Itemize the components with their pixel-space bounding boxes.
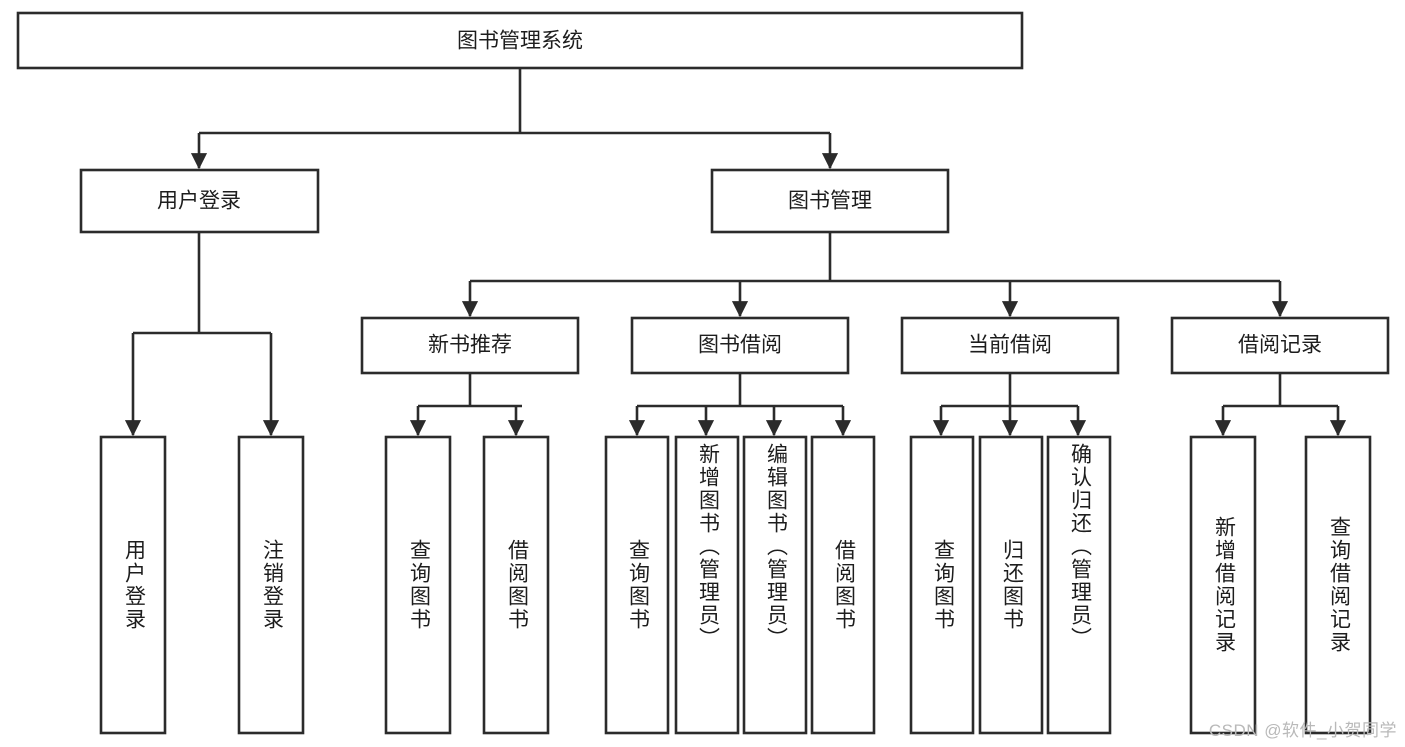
- node-leaf-query-book-borrow[interactable]: [604, 435, 670, 735]
- node-leaf-user-login[interactable]: [99, 435, 167, 735]
- node-leaf-query-book-new[interactable]: [384, 435, 452, 735]
- watermark: CSDN @软件_小贺同学: [1208, 721, 1397, 740]
- node-leaf-query-borrow-record[interactable]: [1304, 435, 1372, 735]
- node-user-login-label: 用户登录: [157, 190, 241, 213]
- node-book-manage-label: 图书管理: [788, 190, 872, 213]
- node-leaf-add-book-admin[interactable]: [674, 435, 740, 735]
- node-book-manage[interactable]: [710, 168, 950, 234]
- node-root[interactable]: [16, 11, 1024, 70]
- node-borrow-records-label: 借阅记录: [1238, 334, 1322, 357]
- node-new-book-recommend-label: 新书推荐: [428, 334, 512, 357]
- node-leaf-add-borrow-record[interactable]: [1189, 435, 1257, 735]
- node-leaf-logout[interactable]: [237, 435, 305, 735]
- node-leaf-edit-book-admin[interactable]: [742, 435, 808, 735]
- node-root-label: 图书管理系统: [457, 30, 583, 53]
- node-user-login[interactable]: [79, 168, 320, 234]
- node-leaf-return-book[interactable]: [978, 435, 1044, 735]
- node-book-borrow-label: 图书借阅: [698, 334, 782, 357]
- node-current-borrow[interactable]: [900, 316, 1120, 375]
- node-leaf-borrow-book-new[interactable]: [482, 435, 550, 735]
- node-new-book-recommend[interactable]: [360, 316, 580, 375]
- node-leaf-query-book-current[interactable]: [909, 435, 975, 735]
- node-leaf-borrow-book[interactable]: [810, 435, 876, 735]
- node-borrow-records[interactable]: [1170, 316, 1390, 375]
- node-book-borrow[interactable]: [630, 316, 850, 375]
- node-leaf-confirm-return-admin[interactable]: [1046, 435, 1112, 735]
- node-current-borrow-label: 当前借阅: [968, 334, 1052, 357]
